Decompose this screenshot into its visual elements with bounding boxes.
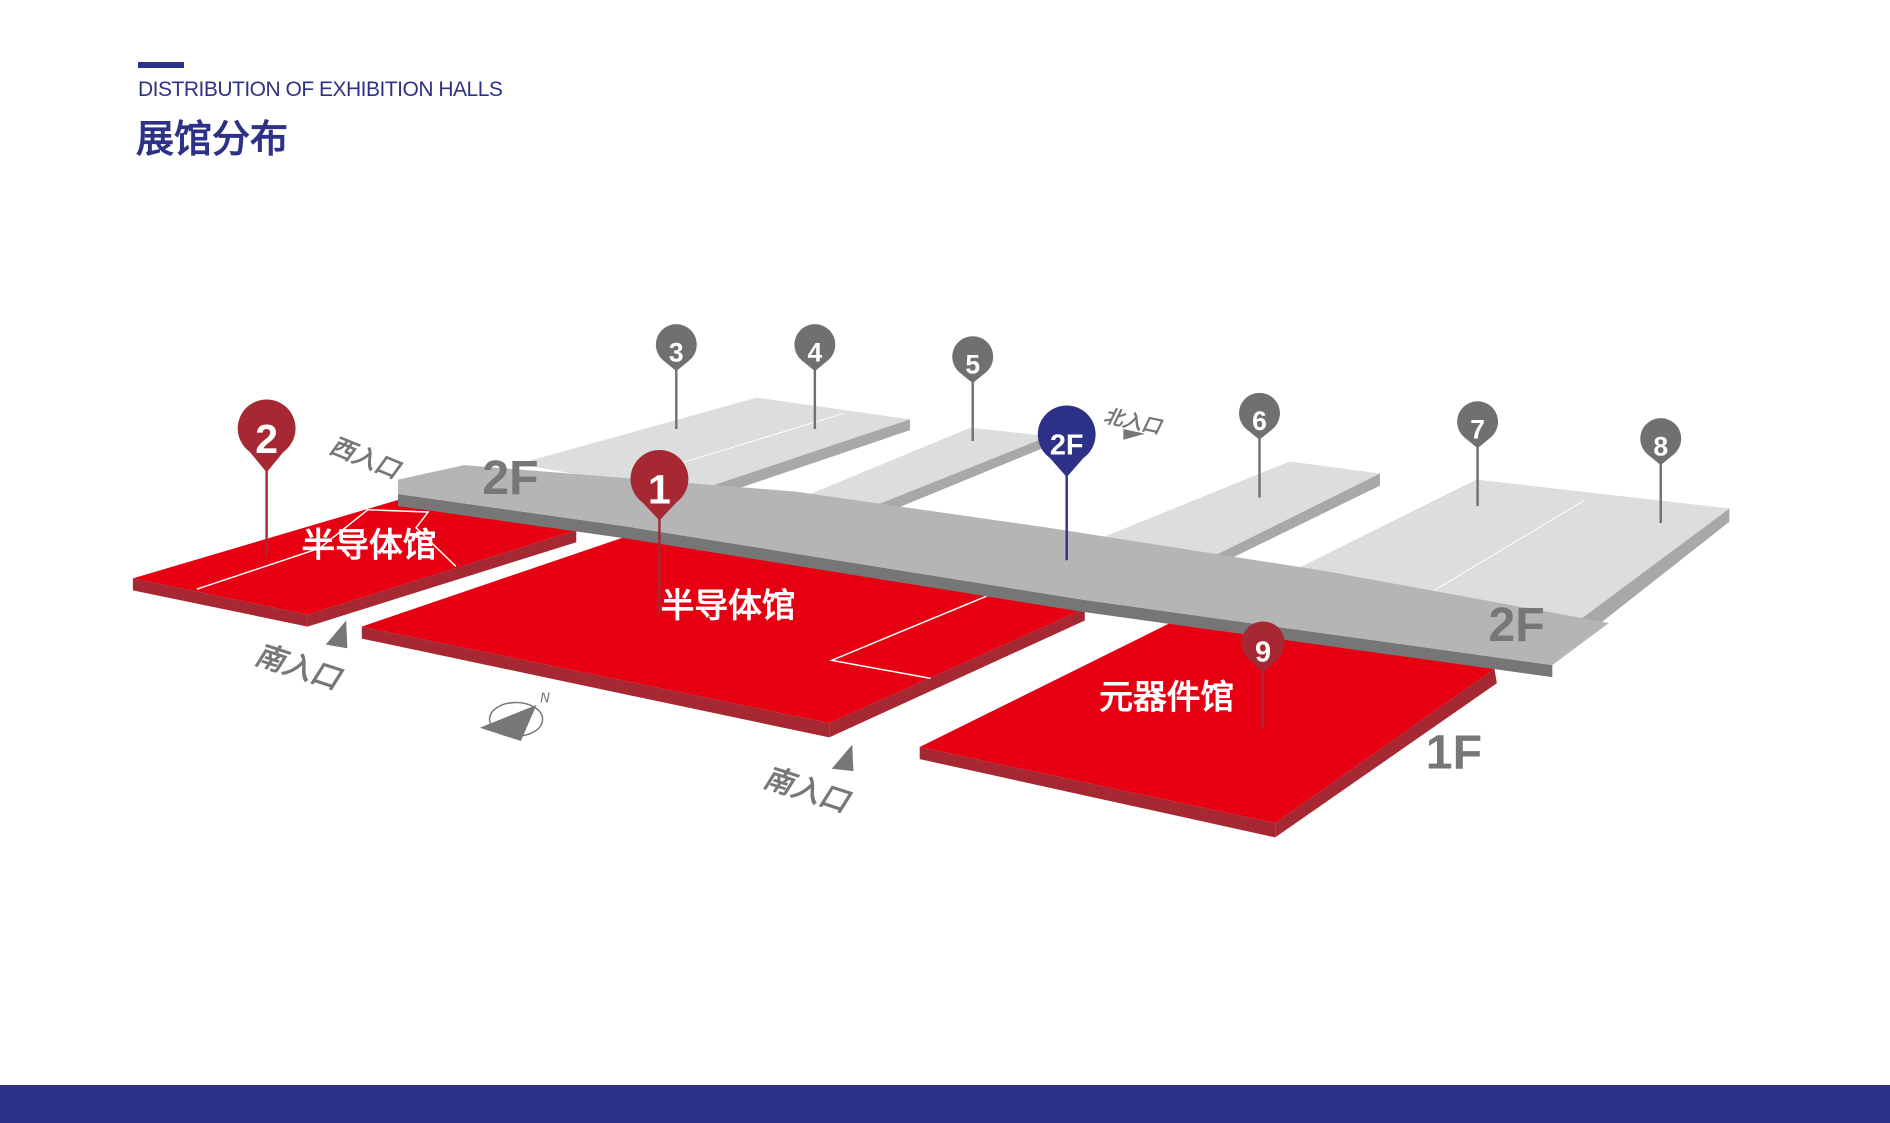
page-subtitle: DISTRIBUTION OF EXHIBITION HALLS	[138, 78, 503, 101]
hall-9-block[interactable]	[919, 620, 1497, 838]
hall-1-label: 半导体馆	[661, 586, 796, 625]
svg-text:6: 6	[1252, 406, 1267, 436]
svg-text:5: 5	[965, 350, 980, 380]
west-entrance: 西入口	[326, 431, 406, 485]
pin-hall-7[interactable]: 7	[1457, 401, 1499, 507]
south-entrance-2: 南入口	[760, 744, 856, 820]
pin-hall-5[interactable]: 5	[952, 336, 994, 442]
floor-label-2f-right: 2F	[1488, 598, 1544, 652]
south-entrance-1: 南入口	[251, 620, 348, 697]
arrow-icon	[1123, 428, 1146, 440]
hall-2-block[interactable]	[132, 496, 577, 627]
accent-line	[138, 62, 184, 68]
arrow-icon	[831, 744, 854, 772]
pin-hall-1[interactable]: 1	[630, 450, 689, 615]
pin-hall-8[interactable]: 8	[1640, 418, 1682, 523]
svg-text:2F: 2F	[1050, 429, 1084, 461]
svg-text:7: 7	[1470, 415, 1485, 445]
floor-label-2f-left: 2F	[482, 451, 538, 505]
pin-hall-9[interactable]: 9	[1241, 621, 1285, 729]
hall-2-label: 半导体馆	[302, 526, 437, 565]
floor-label-1f: 1F	[1426, 726, 1482, 780]
pin-hall-3[interactable]: 3	[655, 324, 697, 429]
hall-5-block[interactable]	[795, 427, 1049, 519]
pin-hall-2[interactable]: 2	[237, 399, 296, 557]
pin-hall-4[interactable]: 4	[794, 324, 836, 429]
compass-north-label: N	[540, 691, 550, 706]
compass-icon: N	[479, 691, 550, 742]
south-entrance-1-label: 南入口	[251, 637, 347, 697]
svg-text:1: 1	[648, 467, 671, 513]
arrow-icon	[325, 620, 348, 649]
page-title: 展馆分布	[136, 117, 289, 161]
hall-6-block[interactable]	[1090, 461, 1380, 564]
svg-text:3: 3	[669, 337, 684, 367]
svg-text:9: 9	[1255, 637, 1271, 669]
pin-hall-6[interactable]: 6	[1239, 392, 1280, 498]
svg-text:2: 2	[255, 416, 278, 462]
svg-text:4: 4	[807, 337, 822, 367]
west-entrance-label: 西入口	[326, 431, 406, 485]
footer-bar	[0, 1085, 1890, 1123]
pin-corridor-2f[interactable]: 2F	[1037, 405, 1096, 561]
north-entrance: 北入口	[1102, 404, 1165, 440]
hall-9-label: 元器件馆	[1099, 678, 1234, 717]
svg-text:8: 8	[1653, 431, 1668, 461]
